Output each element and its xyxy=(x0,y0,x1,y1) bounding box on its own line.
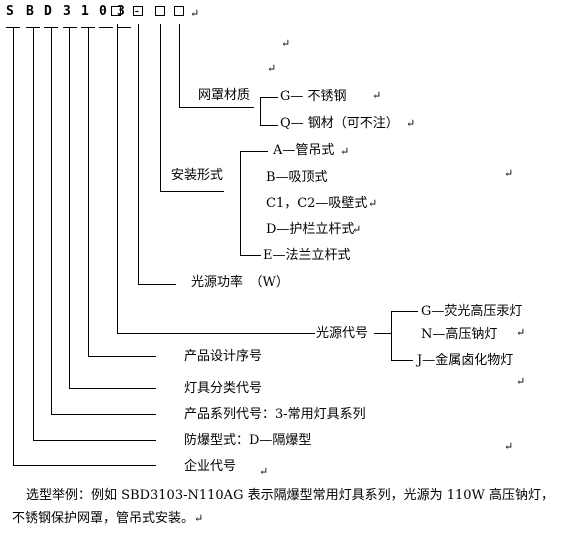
code-placeholder-box xyxy=(133,6,143,16)
code-char-d: D xyxy=(44,4,52,19)
paragraph-mark: ↵ xyxy=(352,223,362,236)
paragraph-mark: ↵ xyxy=(267,62,277,75)
paragraph-mark: ↵ xyxy=(516,375,526,388)
paragraph-mark: ↵ xyxy=(368,197,378,210)
paragraph-mark: ↵ xyxy=(340,145,350,158)
label-company-code: 企业代号 xyxy=(184,459,237,474)
example-note-line1: 选型举例：例如 SBD3103-N110AG 表示隔爆型常用灯具系列，光源为 1… xyxy=(26,488,555,503)
paragraph-mark: ↵ xyxy=(281,37,291,50)
code-char-b: B xyxy=(26,4,34,19)
code-char-3: 3 xyxy=(63,4,71,19)
option-mesh-g: G— 不锈钢 xyxy=(280,89,347,104)
option-light-j: J—金属卤化物灯 xyxy=(417,353,514,368)
option-install-d: D—护栏立杆式 xyxy=(266,222,355,237)
label-light-code: 光源代号 xyxy=(316,326,369,341)
label-design-sequence: 产品设计序号 xyxy=(184,349,263,364)
option-install-a: A—管吊式 xyxy=(273,143,335,158)
paragraph-mark: ↵ xyxy=(504,440,514,453)
paragraph-mark: ↵ xyxy=(190,7,200,20)
option-install-c: C1，C2—吸壁式 xyxy=(266,196,368,211)
label-series-code: 产品系列代号：3-常用灯具系列 xyxy=(184,407,366,422)
example-note-line2-text: 不锈钢保护网罩，管吊式安装。 xyxy=(12,511,195,526)
code-char-0: 0 xyxy=(99,4,107,19)
option-install-b: B—吸顶式 xyxy=(266,170,328,185)
option-mesh-q: Q— 钢材（可不注） xyxy=(280,116,399,131)
code-placeholder-box xyxy=(111,6,121,16)
paragraph-mark: ↵ xyxy=(372,89,382,102)
code-char-s: S xyxy=(6,4,14,19)
code-placeholder-box xyxy=(155,6,165,16)
label-light-power: 光源功率 （W） xyxy=(191,275,289,290)
code-char-1: 1 xyxy=(81,4,89,19)
option-install-e: E—法兰立杆式 xyxy=(263,248,351,263)
label-class-code: 灯具分类代号 xyxy=(184,381,263,396)
paragraph-mark: ↵ xyxy=(194,512,204,525)
paragraph-mark: ↵ xyxy=(406,117,416,130)
option-light-g: G—荧光高压汞灯 xyxy=(421,304,523,319)
label-mesh-material: 网罩材质 xyxy=(198,88,251,103)
example-note-line2: 不锈钢保护网罩，管吊式安装。↵ xyxy=(12,508,582,530)
paragraph-mark: ↵ xyxy=(516,326,526,339)
label-install-form: 安装形式 xyxy=(171,168,224,183)
paragraph-mark: ↵ xyxy=(259,465,269,478)
label-explosion-type: 防爆型式：D—隔爆型 xyxy=(184,433,312,448)
option-light-n: N—高压钠灯 xyxy=(421,327,498,342)
paragraph-mark: ↵ xyxy=(504,167,514,180)
code-placeholder-box xyxy=(174,6,184,16)
code-dash: - xyxy=(133,4,141,19)
